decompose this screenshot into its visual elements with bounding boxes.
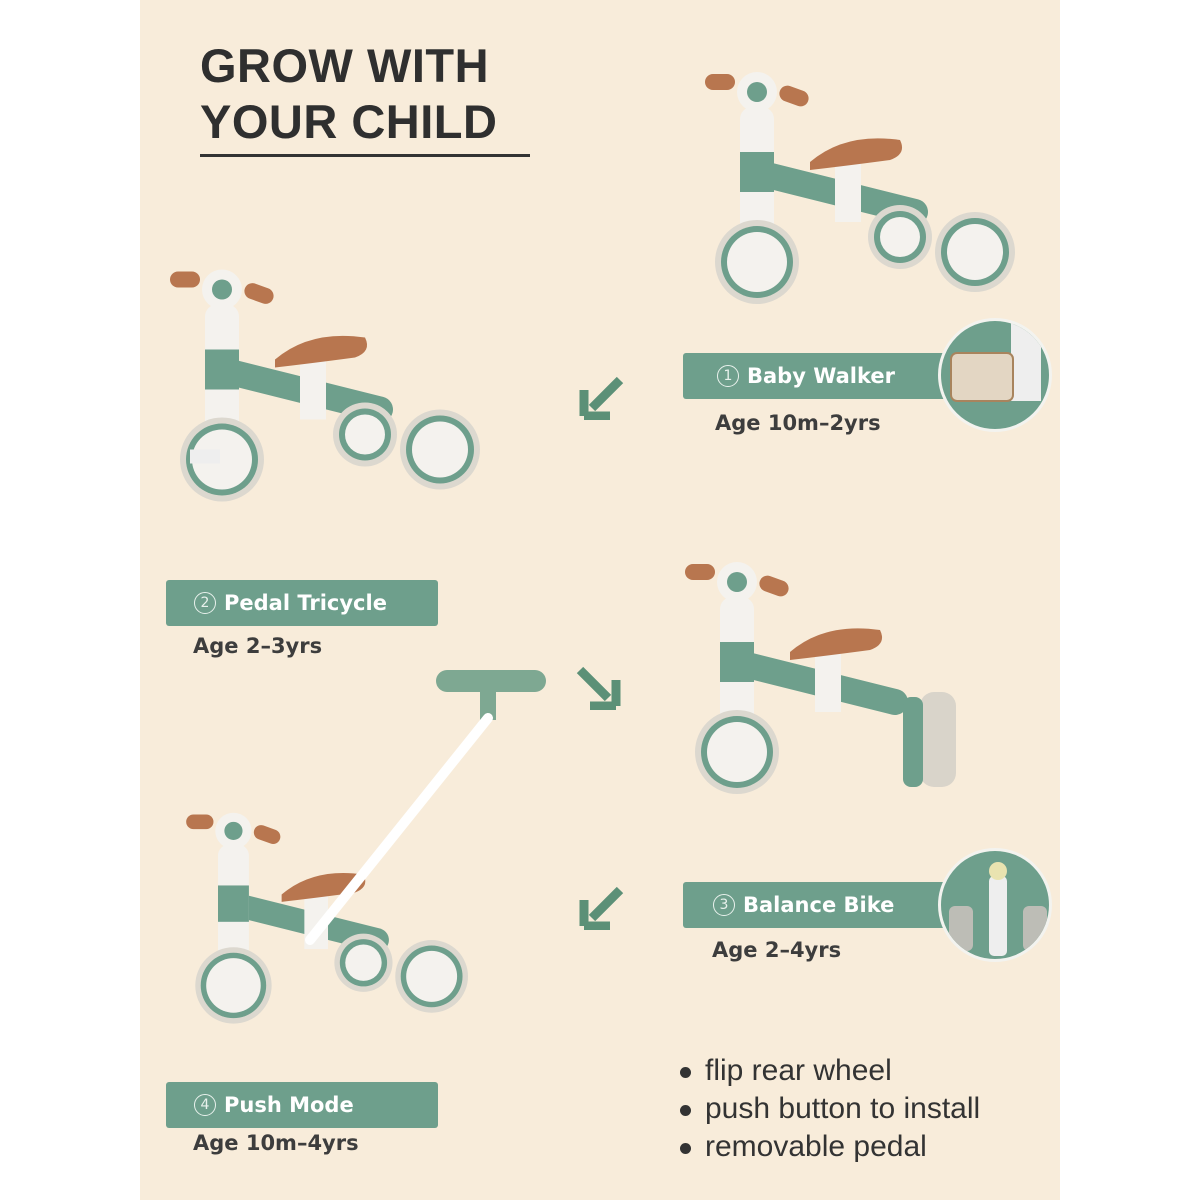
wheel: [180, 417, 264, 502]
mode-name: Balance Bike: [743, 893, 895, 917]
mode-name: Baby Walker: [747, 364, 895, 388]
wheel: [935, 212, 1015, 292]
flip-wheel-detail-image: [938, 848, 1052, 962]
mode-age: Age 2–3yrs: [193, 634, 323, 658]
saddle: [281, 873, 366, 902]
mode-number: 2: [194, 592, 216, 614]
mode-age: Age 10m–4yrs: [193, 1131, 359, 1155]
push-mode-bike-image: [186, 812, 468, 1024]
handlebar-head-center: [212, 279, 232, 300]
right-grip: [244, 283, 274, 304]
left-grip: [170, 271, 200, 288]
feature-item: push button to install: [680, 1090, 980, 1128]
head-tube-band: [740, 152, 774, 192]
feature-item: removable pedal: [680, 1128, 980, 1166]
arrow-down-left-icon: [579, 376, 624, 420]
left-grip: [705, 74, 735, 90]
pedal-tricycle-bike-image: [170, 269, 480, 502]
balance-bike-image: [685, 562, 956, 794]
seat-post: [815, 652, 841, 712]
wheel: [400, 409, 480, 490]
mode-age: Age 10m–2yrs: [715, 411, 881, 435]
baby-walker-bike-image: [705, 72, 1015, 304]
mode-label-pedal-tricycle: 2 Pedal Tricycle: [166, 580, 438, 626]
wheel: [868, 205, 932, 269]
arrow-down-right-icon: [576, 666, 621, 710]
head-tube-band: [205, 349, 239, 390]
feature-item: flip rear wheel: [680, 1052, 980, 1090]
head-tube-band: [218, 885, 249, 922]
wheel: [333, 402, 397, 467]
pedal: [190, 449, 220, 464]
mode-number: 3: [713, 894, 735, 916]
push-handle-image: [305, 670, 546, 945]
arrow-down-left-icon: [579, 886, 624, 930]
mode-label-push-mode: 4 Push Mode: [166, 1082, 438, 1128]
saddle: [810, 138, 903, 170]
seat-post: [300, 359, 326, 420]
mode-name: Push Mode: [224, 1093, 354, 1117]
mode-name: Pedal Tricycle: [224, 591, 387, 615]
handlebar-head-center: [747, 82, 767, 102]
left-grip: [186, 814, 214, 830]
title-line-2: YOUR CHILD: [200, 95, 498, 148]
wheel: [395, 940, 468, 1013]
left-grip: [685, 564, 715, 580]
mode-age: Age 2–4yrs: [712, 938, 842, 962]
mode-number: 4: [194, 1094, 216, 1116]
seat-post: [835, 162, 861, 222]
title-line-1: GROW WITH: [200, 39, 490, 92]
saddle: [790, 628, 883, 660]
head-tube-band: [720, 642, 754, 682]
wheel: [695, 710, 779, 794]
wheel: [334, 933, 393, 992]
pedal-detail-image: [938, 318, 1052, 432]
wheel: [195, 947, 272, 1024]
handlebar-head-center: [224, 821, 243, 840]
right-grip: [253, 825, 281, 844]
rear-wheel: [920, 692, 956, 787]
right-grip: [779, 85, 809, 107]
mode-number: 1: [717, 365, 739, 387]
rear-wheel-rim: [903, 697, 923, 787]
title-underline: [200, 154, 530, 157]
page-title: GROW WITH YOUR CHILD: [200, 38, 497, 150]
wheel: [715, 220, 799, 304]
right-grip: [759, 575, 789, 597]
saddle: [275, 335, 368, 368]
feature-list: flip rear wheel push button to install r…: [680, 1052, 980, 1166]
handlebar-head-center: [727, 572, 747, 592]
